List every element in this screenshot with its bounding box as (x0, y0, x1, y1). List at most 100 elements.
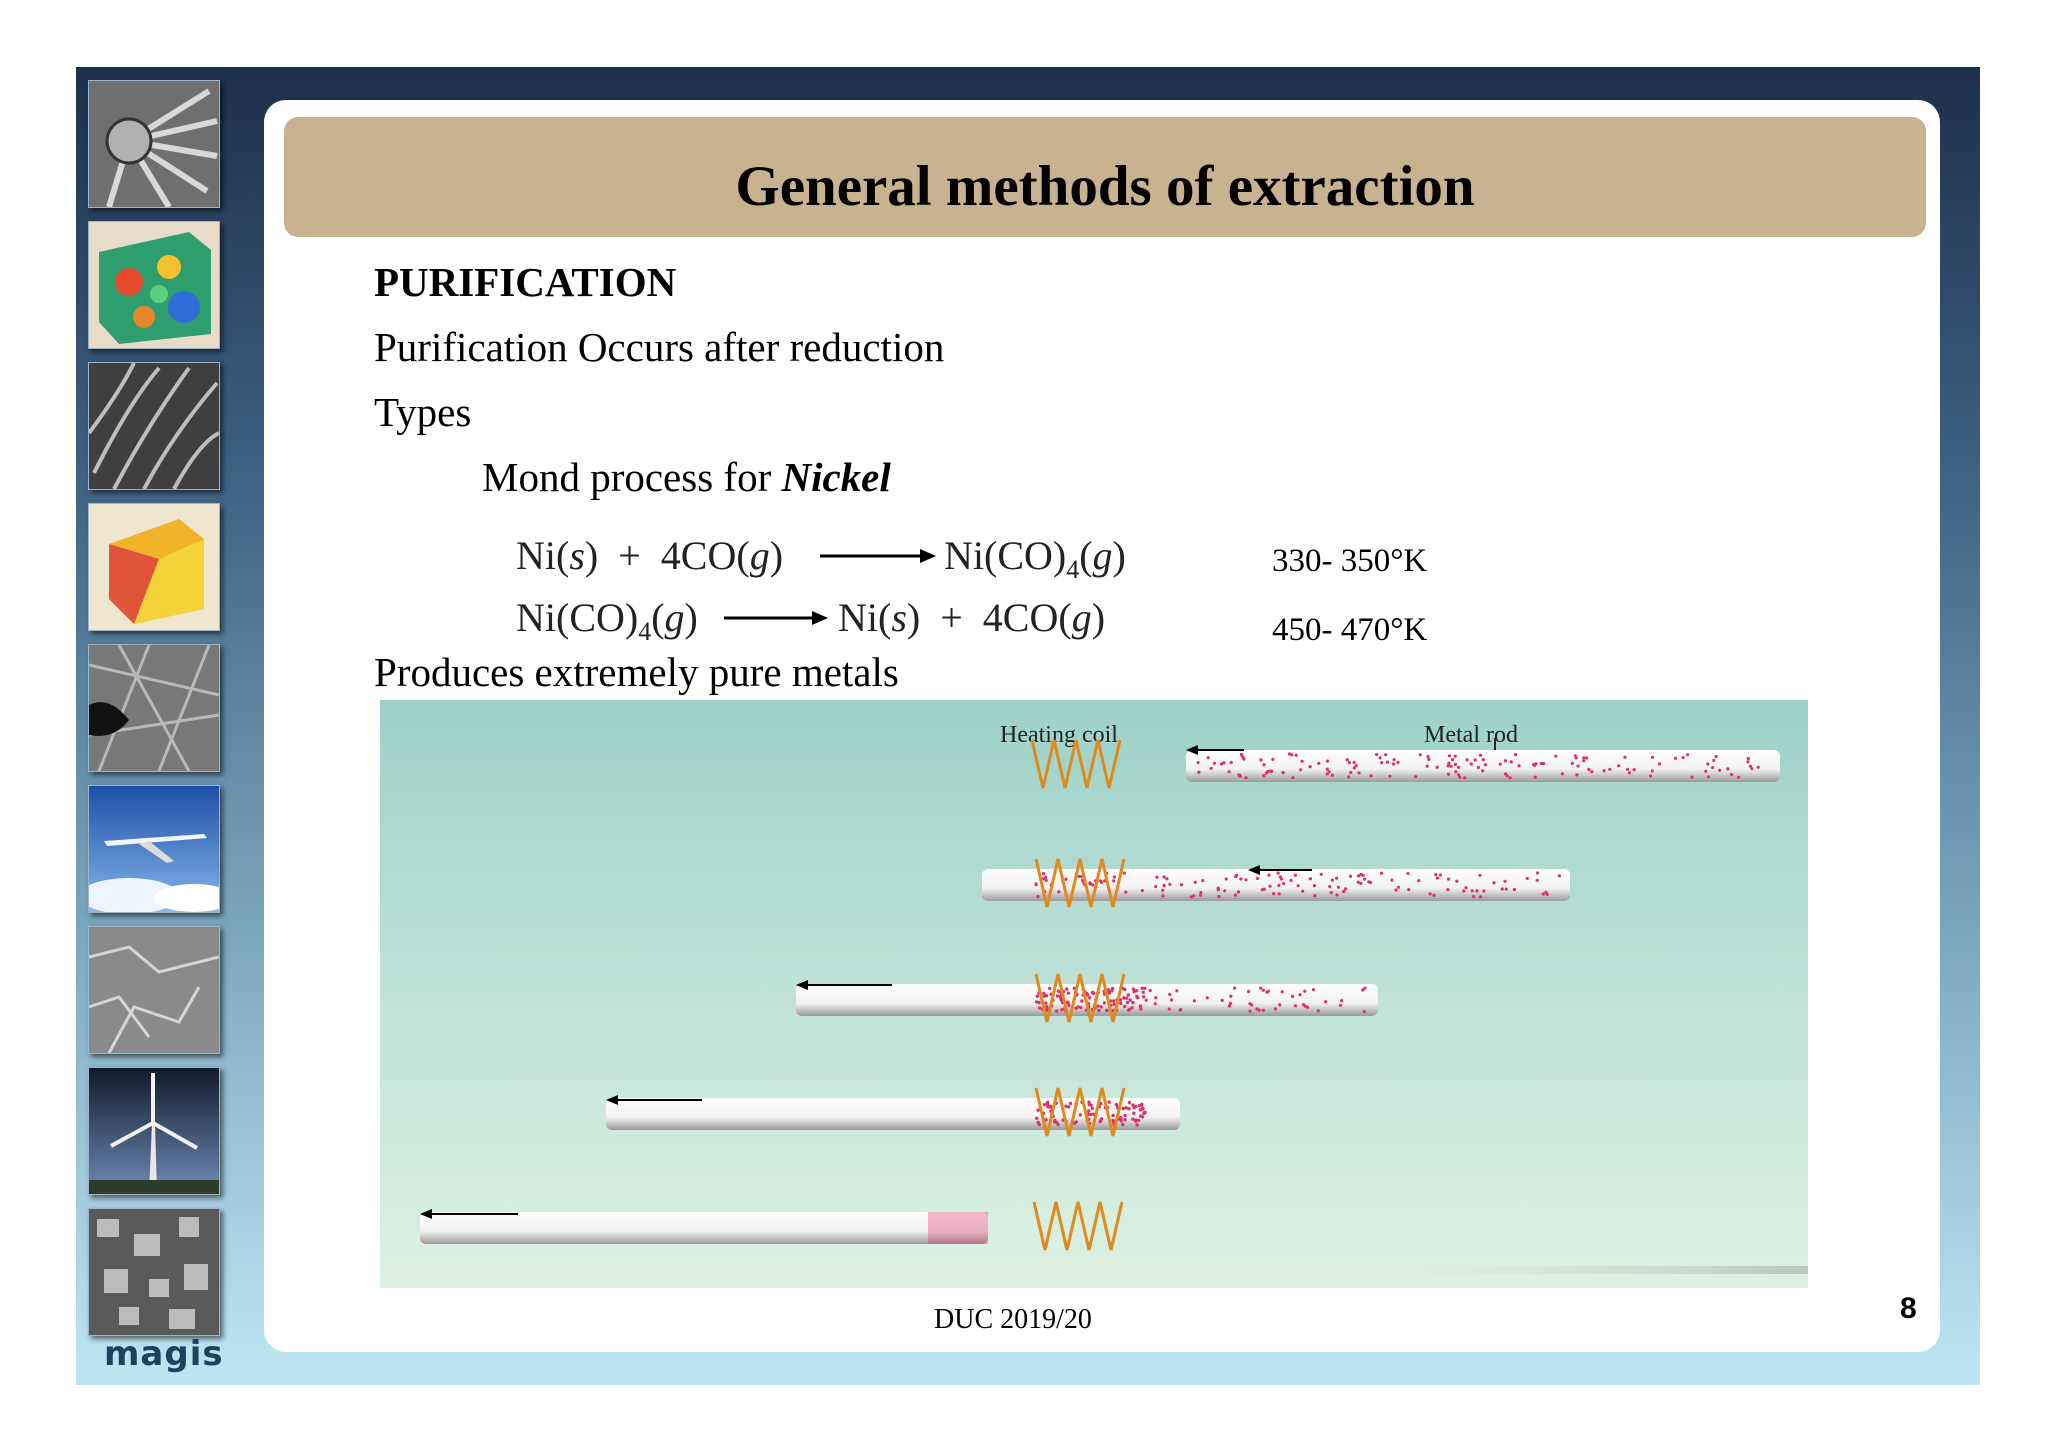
impurity-dot (1259, 986, 1263, 990)
impurity-dot (1303, 989, 1307, 993)
impurity-dot (1237, 773, 1241, 777)
impurity-dot (1446, 877, 1451, 881)
impurity-dot (1575, 773, 1579, 777)
impurity-dot (1478, 873, 1482, 877)
impurity-dot (1396, 760, 1400, 764)
impurity-dot (1123, 1118, 1127, 1122)
impurity-dot (1064, 1104, 1068, 1108)
eq2-left-end: ) (684, 595, 698, 640)
impurity-dot (1041, 877, 1045, 881)
metal-rod-5 (420, 1212, 988, 1244)
heating-coil-3 (1034, 973, 1126, 1023)
impurity-dot (1267, 873, 1271, 877)
impurity-dot (1140, 1106, 1145, 1110)
impurity-dot (1234, 875, 1238, 879)
impurity-dot (1587, 767, 1591, 772)
impurity-dot (1197, 770, 1201, 774)
impurity-dot (1342, 889, 1346, 894)
impurity-dot (1154, 996, 1158, 1000)
impurity-dot (1268, 769, 1273, 773)
page-number: 8 (1900, 1292, 1917, 1325)
impurity-dot (1450, 758, 1455, 762)
impurity-dot (1541, 892, 1545, 896)
impurity-dot (1301, 889, 1305, 893)
impurity-dot (1255, 876, 1260, 880)
eq2-right-a: Ni( (838, 595, 892, 640)
impurity-dot (1097, 1008, 1101, 1013)
impurity-dot (1291, 994, 1295, 998)
eq1-right-sub: 4 (1066, 555, 1080, 584)
impurity-dot (1091, 990, 1095, 995)
eq2-left-sub: 4 (638, 617, 652, 646)
impurity-dot (1384, 753, 1388, 757)
impurity-dot (1162, 875, 1166, 879)
impurity-dot (1482, 889, 1486, 893)
impurity-dot (1078, 1113, 1083, 1117)
impurity-dot (1239, 877, 1243, 881)
impurity-dot (1167, 1007, 1171, 1011)
impurity-dot (1107, 1100, 1111, 1104)
eq2-left-state: g (664, 595, 685, 640)
impurity-dot (1140, 888, 1144, 893)
impurity-dot (1168, 992, 1172, 997)
impurity-dot (1212, 761, 1216, 765)
impurity-dot (1260, 888, 1264, 892)
direction-arrow-head (1186, 745, 1198, 755)
impurity-dot (1233, 893, 1238, 897)
impurity-dot (1357, 771, 1361, 775)
impurity-dot (1368, 880, 1373, 885)
impurity-dot (1107, 991, 1112, 995)
impurity-dot (1140, 986, 1144, 990)
impurity-dot (1261, 988, 1265, 992)
impurity-dot (1327, 770, 1331, 774)
impurity-dot (1122, 871, 1126, 875)
impurity-dot (1509, 760, 1513, 764)
impurity-dot (1557, 874, 1561, 878)
impurity-dot (1340, 999, 1344, 1003)
eq1-right-state: g (1092, 533, 1113, 578)
impurity-dot (1102, 1001, 1106, 1005)
impurity-dot (1087, 1109, 1091, 1113)
impurity-dot (1453, 754, 1457, 758)
impurity-dot (1657, 762, 1662, 766)
impurity-dot (1503, 879, 1507, 883)
impurity-dot (1462, 889, 1466, 893)
direction-arrow-head (796, 980, 808, 990)
impurity-dot (1336, 885, 1341, 889)
impurity-dot (1406, 871, 1410, 875)
impurity-dot (1036, 894, 1040, 899)
impurity-dot (1345, 758, 1349, 762)
eq1-arrow (820, 549, 936, 563)
impurity-dot (1135, 989, 1139, 993)
impurity-dot (1455, 879, 1459, 883)
impurity-dot (1446, 772, 1451, 776)
impurity-dot (1057, 890, 1061, 894)
impurity-dot (1352, 760, 1356, 765)
impurity-dot (1375, 752, 1379, 757)
impurity-dot (1244, 878, 1248, 882)
impurity-dot (1407, 888, 1411, 892)
impurity-dot (1127, 1107, 1131, 1111)
impurity-dot (1328, 885, 1332, 889)
eq1-right-open: ( (1079, 533, 1093, 578)
metal-rod-label: Metal rod (1424, 722, 1518, 748)
impurity-dot (1065, 987, 1069, 991)
impurity-dot (1096, 1004, 1100, 1008)
impurity-dot (1281, 770, 1285, 775)
impurity-dot (1196, 761, 1200, 765)
impurity-dot (1746, 760, 1750, 764)
impurity-dot (1198, 893, 1203, 897)
eq2-right-b-state: g (1071, 595, 1092, 640)
impurity-dot (1089, 1112, 1093, 1117)
impurity-dot (1056, 1122, 1060, 1127)
impurity-dot (1209, 766, 1213, 770)
impurity-dot (1335, 893, 1339, 897)
impurity-dot (1087, 1102, 1091, 1107)
impurity-dot (1356, 880, 1360, 884)
impurity-dot (1121, 1106, 1125, 1111)
impurity-dot (1119, 1119, 1123, 1123)
microstructure-icon (88, 362, 220, 490)
eq2-arrow (724, 611, 828, 625)
impurity-dot (1362, 1010, 1366, 1014)
impurity-dot (1535, 878, 1539, 882)
